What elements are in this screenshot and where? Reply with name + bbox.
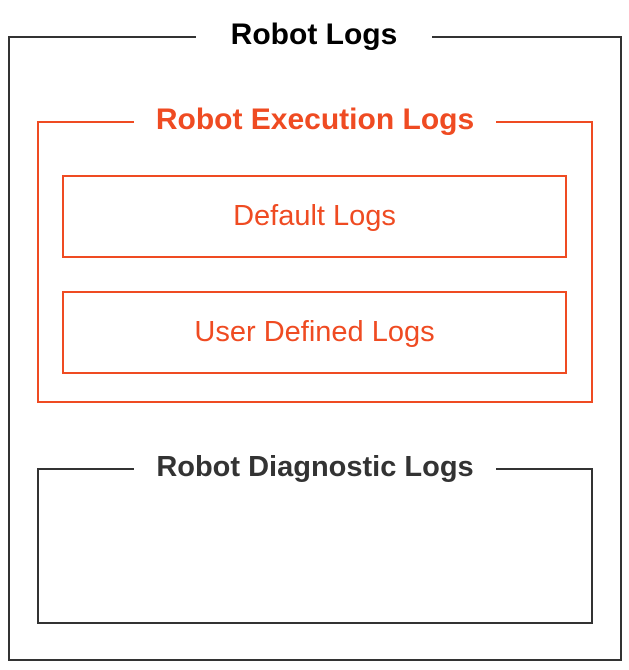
user-defined-logs-label: User Defined Logs: [194, 316, 435, 348]
robot-logs-title: Robot Logs: [196, 20, 432, 50]
default-logs-label: Default Logs: [233, 200, 396, 232]
robot-diagnostic-logs-title: Robot Diagnostic Logs: [134, 453, 496, 482]
user-defined-logs-box: User Defined Logs: [62, 291, 567, 374]
robot-execution-logs-title: Robot Execution Logs: [134, 105, 496, 135]
robot-diagnostic-logs-group: [37, 468, 593, 624]
default-logs-box: Default Logs: [62, 175, 567, 258]
